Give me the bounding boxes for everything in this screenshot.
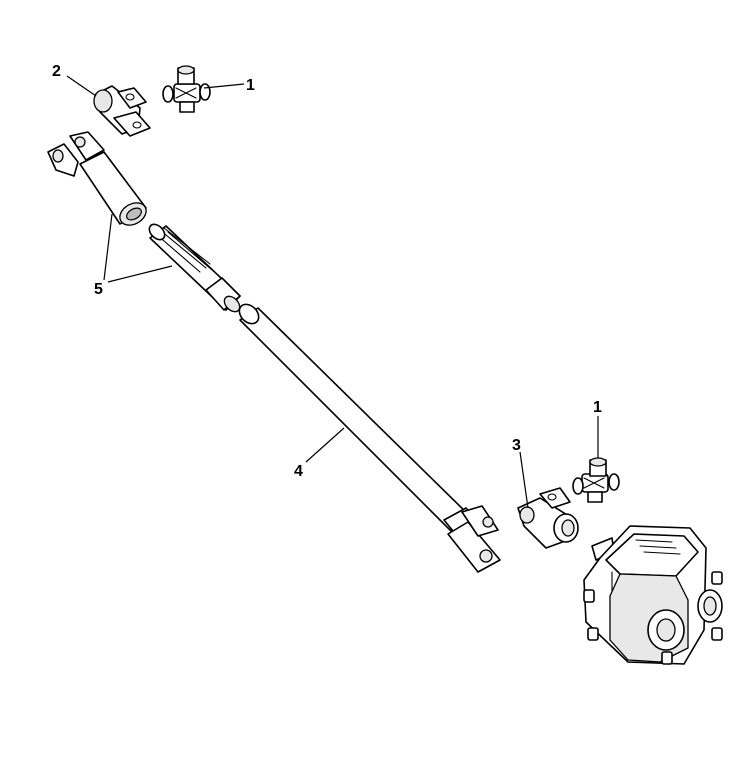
callout-3: 3 (512, 437, 521, 454)
leader-2 (66, 75, 97, 97)
universal-joint-cross-part-1-right (572, 457, 620, 503)
leader-5-tube (103, 213, 113, 281)
slip-yoke-part-5 (47, 131, 147, 226)
leader-5-shaft (107, 265, 173, 283)
pump-housing (583, 525, 723, 665)
callout-1-right: 1 (593, 399, 602, 416)
leader-lines (66, 75, 599, 509)
universal-joint-cross-part-1-top (162, 65, 211, 113)
callout-labels: 1 2 5 4 3 1 (52, 63, 602, 480)
callout-1-top: 1 (246, 77, 255, 94)
callout-4: 4 (294, 463, 303, 480)
splined-shaft-part-5 (148, 223, 241, 313)
yoke-part-3 (517, 487, 579, 549)
leader-1-top (203, 83, 245, 89)
leader-3 (519, 451, 529, 509)
callout-2: 2 (52, 63, 61, 80)
callout-5: 5 (94, 281, 103, 298)
leader-4 (305, 427, 345, 463)
yoke-part-2 (93, 85, 151, 137)
drive-shaft-part-4 (238, 303, 501, 573)
